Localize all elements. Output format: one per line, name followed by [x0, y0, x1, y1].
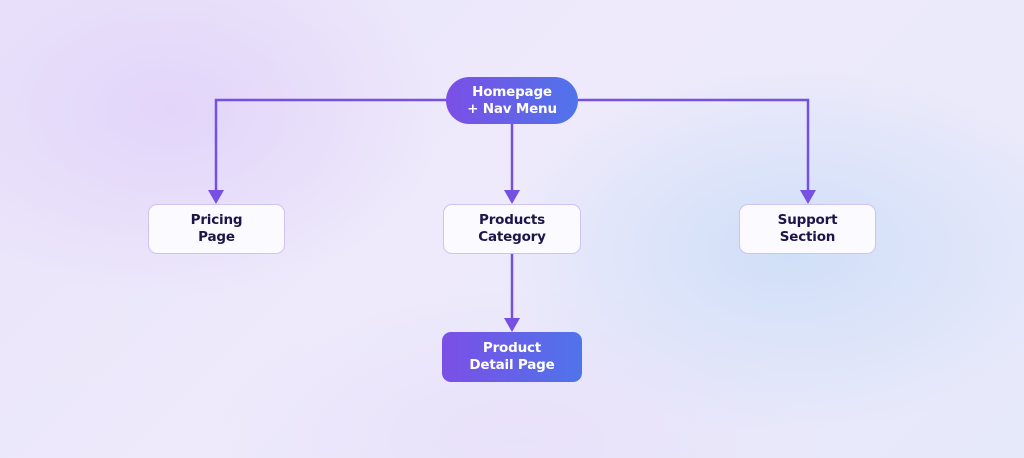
node-detail-line2: Detail Page [469, 357, 555, 373]
arrowhead-products [504, 190, 520, 204]
node-product-detail-page[interactable]: Product Detail Page [442, 332, 582, 382]
node-pricing-line1: Pricing [190, 212, 243, 228]
node-support-line1: Support [777, 212, 838, 228]
node-products-category[interactable]: Products Category [443, 204, 581, 254]
node-homepage-nav-menu[interactable]: Homepage + Nav Menu [446, 77, 578, 124]
node-homepage-line2: + Nav Menu [467, 100, 557, 117]
node-products-label: Products Category [478, 212, 546, 246]
edge-homepage-to-support [578, 98, 810, 192]
arrowhead-detail [504, 318, 520, 332]
arrowhead-pricing [208, 190, 224, 204]
node-support-label: Support Section [778, 212, 838, 246]
edge-homepage-to-pricing [214, 98, 446, 192]
node-support-section[interactable]: Support Section [739, 204, 876, 254]
node-pricing-page[interactable]: Pricing Page [148, 204, 285, 254]
arrowhead-support [800, 190, 816, 204]
node-pricing-line2: Page [198, 229, 235, 245]
node-products-line2: Category [478, 229, 546, 245]
node-pricing-label: Pricing Page [191, 212, 243, 246]
node-homepage-line1: Homepage [472, 83, 552, 100]
node-detail-line1: Product [482, 340, 542, 356]
node-products-line1: Products [479, 212, 545, 228]
node-homepage-label: Homepage + Nav Menu [467, 84, 557, 118]
node-detail-label: Product Detail Page [469, 340, 554, 374]
node-support-line2: Section [779, 229, 836, 245]
